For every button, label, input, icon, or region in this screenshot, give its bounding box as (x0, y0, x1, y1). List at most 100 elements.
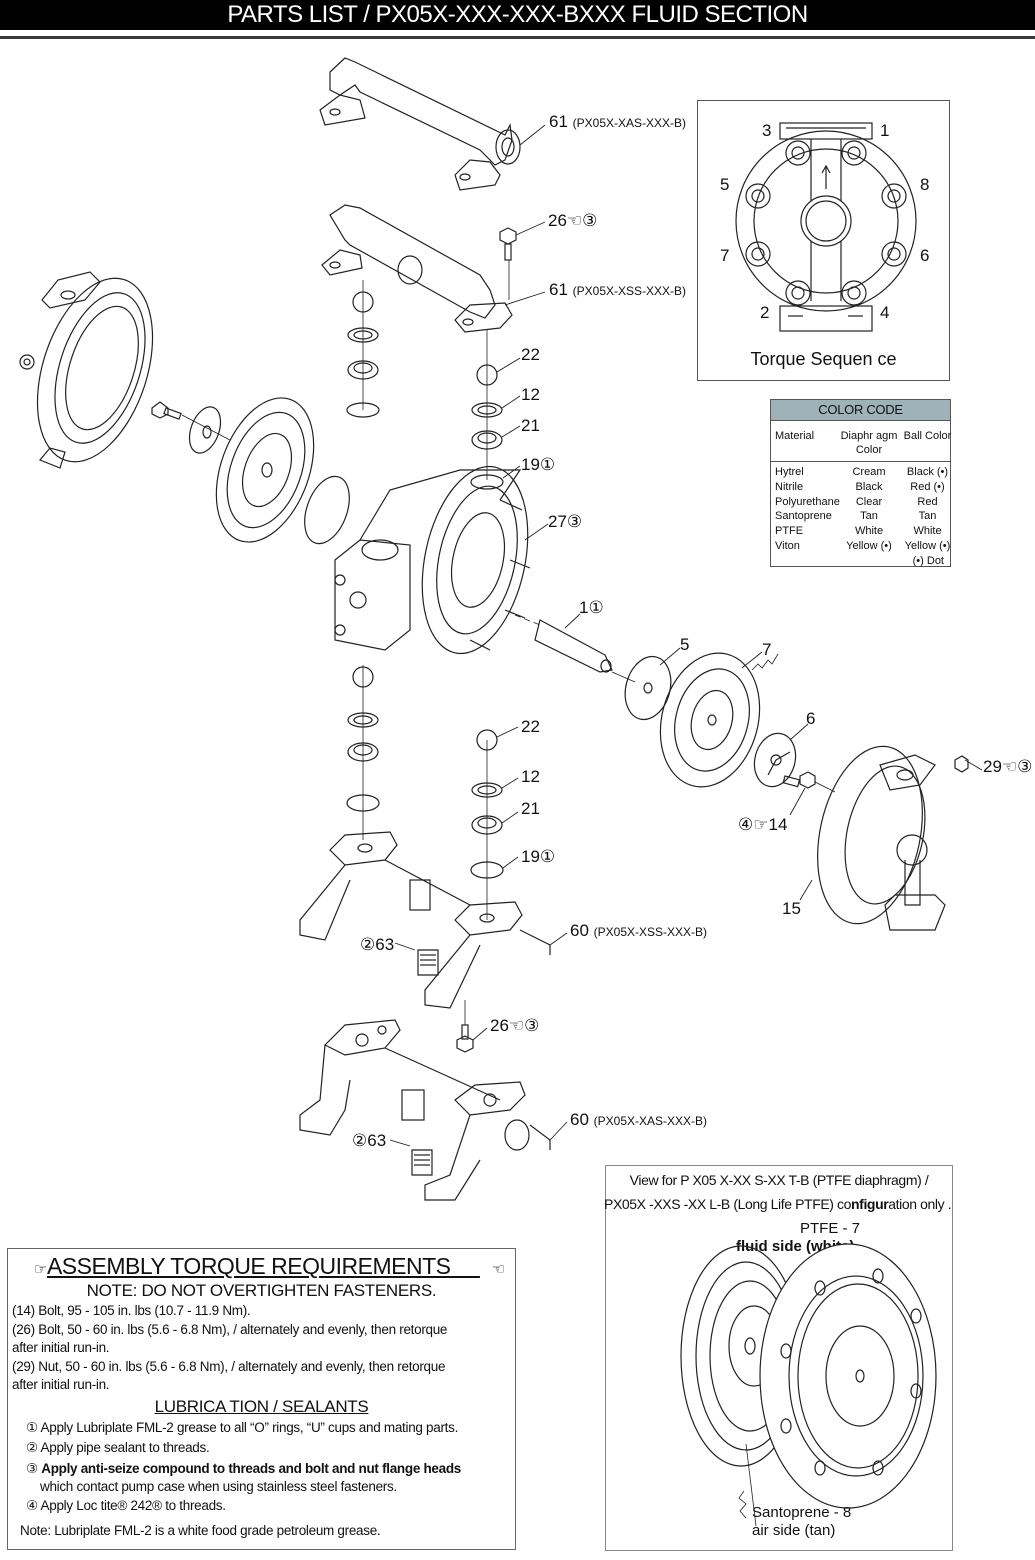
lubrication-item: ① Apply Lubriplate FML-2 grease to all “… (26, 1420, 459, 1435)
color-code-cell: Nitrile (775, 480, 804, 493)
part-14-bolt-left (151, 401, 231, 441)
color-code-footnote: (•) Dot (912, 554, 944, 567)
callout-63-upper: ②63 (360, 935, 395, 954)
color-code-cell: White (913, 525, 942, 538)
callout-60-xas: 60 (PX05X-XAS-XXX-B) (570, 1110, 708, 1129)
torque-spec-line: after initial run-in. (12, 1377, 110, 1392)
part-15-fluid-cover-left (19, 271, 154, 469)
lubrication-item: ③ Apply anti-seize compound to threads a… (26, 1461, 461, 1494)
lubrication-title: LUBRICA TION / SEALANTS (154, 1397, 369, 1416)
callout-12-lower: 12 (521, 767, 540, 786)
torque-position-4: 4 (880, 303, 890, 322)
color-code-cell: Red (917, 495, 938, 508)
callout-22-lower: 22 (521, 717, 540, 736)
valve-stack-lower-right (470, 729, 504, 920)
torque-spec-lines: (14) Bolt, 95 - 105 in. lbs (10.7 - 11.9… (12, 1302, 447, 1395)
color-code-table: COLOR CODE Material Diaphr agm Color Bal… (770, 399, 951, 567)
part-6-plate-left (304, 475, 350, 545)
color-code-cell: Viton (775, 539, 800, 552)
color-code-row: PTFE White White (775, 524, 950, 539)
part-61-manifold-xas (319, 57, 521, 191)
part-1-shaft (514, 614, 613, 673)
ptfe-diaphragm-drawing (680, 1243, 937, 1527)
torque-sequence-caption: Torque Sequen ce (750, 349, 897, 369)
assembly-title: ☞ASSEMBLY TORQUE REQUIREMENTS ☜ (34, 1253, 505, 1279)
color-code-cell: Cream (852, 466, 886, 478)
callout-61-xas: 61 (PX05X-XAS-XXX-B) (549, 112, 687, 131)
valve-stack-lower-left (346, 665, 380, 840)
torque-spec-line: (26) Bolt, 50 - 60 in. lbs (5.6 - 6.8 Nm… (12, 1321, 448, 1337)
color-code-cell: Black (855, 480, 883, 493)
torque-position-3: 3 (762, 121, 772, 140)
part-5-plate-left (188, 406, 222, 454)
callout-60-xss: 60 (PX05X-XSS-XXX-B) (570, 921, 708, 940)
part-61-manifold-xss (321, 204, 513, 333)
column-header: Ball Color (903, 430, 952, 442)
color-code-cell: Tan (860, 510, 878, 523)
ptfe-configuration-panel: View for P X05 X-XX S-XX T-B (PTFE diaph… (604, 1165, 953, 1551)
color-code-cell: Clear (855, 495, 883, 508)
torque-spec-line: after initial run-in. (12, 1340, 110, 1355)
callout-6: 6 (806, 709, 816, 728)
part-14-bolt-right (782, 771, 836, 793)
ptfe-view-line1: View for P X05 X-XX S-XX T-B (PTFE diaph… (629, 1172, 929, 1188)
torque-position-7: 7 (720, 246, 730, 265)
pointing-hand-icon: ☞ (34, 1261, 47, 1278)
torque-position-2: 2 (760, 303, 770, 322)
torque-position-8: 8 (920, 175, 930, 194)
part-26-bolt-top (499, 227, 517, 300)
column-header: Diaphr agm Color (840, 430, 898, 456)
center-section-body (334, 465, 531, 655)
lubriplate-note: Note: Lubriplate FML-2 is a white food g… (20, 1523, 381, 1538)
color-code-cell: Yellow (•) (904, 539, 951, 552)
color-code-cell: White (854, 525, 884, 538)
callout-29: 29☜③ (983, 757, 1033, 776)
torque-sequence-diagram (735, 122, 917, 332)
part-6-plate-right (753, 732, 797, 788)
color-code-cell: PTFE (775, 525, 804, 538)
color-code-row: Viton Yellow (•) Yellow (•) (775, 539, 950, 554)
lubrication-list: ① Apply Lubriplate FML-2 grease to all “… (26, 1418, 461, 1516)
color-code-cell: Yellow (•) (846, 539, 892, 552)
part-5-plate-right (611, 655, 672, 721)
callout-19-upper: 19① (521, 455, 556, 474)
ptfe-7-diaphragm (759, 1243, 937, 1509)
column-header: Material (775, 430, 815, 442)
part-60-manifold-xas (299, 1019, 551, 1201)
torque-spec-line: (14) Bolt, 95 - 105 in. lbs (10.7 - 11.9… (12, 1303, 251, 1318)
part-26-bolt-lower (456, 1000, 474, 1053)
callout-1: 1① (579, 598, 604, 617)
valve-stack-upper-right (470, 330, 504, 490)
callout-26-top: 26☜③ (548, 211, 598, 230)
callout-26-lower: 26☜③ (490, 1016, 540, 1035)
torque-position-1: 1 (880, 121, 890, 140)
color-code-cell: Polyurethane (775, 495, 840, 508)
callout-21-upper: 21 (521, 416, 540, 435)
pointing-hand-icon: ☜ (491, 1261, 505, 1278)
color-code-cell: Hytrel (775, 466, 804, 478)
callout-19-lower: 19① (521, 847, 556, 866)
title-divider (0, 36, 1035, 39)
part-7-diaphragm-right (659, 652, 779, 788)
color-code-cell: Black (•) (906, 466, 949, 478)
callout-63-lower: ②63 (352, 1131, 387, 1150)
ptfe-7-label: PTFE - 7 (800, 1220, 861, 1237)
callout-61-xss: 61 (PX05X-XSS-XXX-B) (549, 280, 687, 299)
leader-lines (389, 124, 983, 1147)
part-7-diaphragm-left (215, 397, 315, 543)
callout-5: 5 (680, 635, 690, 654)
color-code-cell: Tan (918, 510, 937, 523)
callout-27: 27③ (548, 512, 583, 531)
callout-15: 15 (782, 899, 801, 918)
callout-22-upper: 22 (521, 345, 540, 364)
torque-position-5: 5 (720, 175, 730, 194)
color-code-title: COLOR CODE (771, 400, 950, 421)
color-code-header-row: Material Diaphr agm Color Ball Color (771, 421, 951, 462)
lubrication-item: ④ Apply Loc tite® 242® to threads. (26, 1498, 226, 1513)
lubrication-item: ② Apply pipe sealant to threads. (26, 1440, 210, 1455)
color-code-row: Hytrel Cream Black (•) (775, 465, 950, 480)
